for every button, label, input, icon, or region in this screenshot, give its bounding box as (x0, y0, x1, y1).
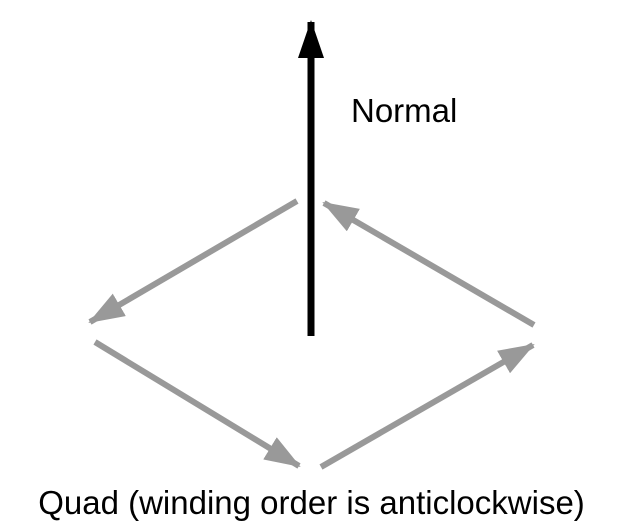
edge-arrow-bottom-to-right (319, 342, 535, 470)
normal-label: Normal (351, 92, 458, 129)
diagram-caption: Quad (winding order is anticlockwise) (38, 484, 585, 521)
edge-arrow-left-to-bottom (93, 339, 301, 469)
edge-arrow-top-to-left (88, 198, 299, 325)
edge-arrow-right-to-top (322, 200, 536, 328)
